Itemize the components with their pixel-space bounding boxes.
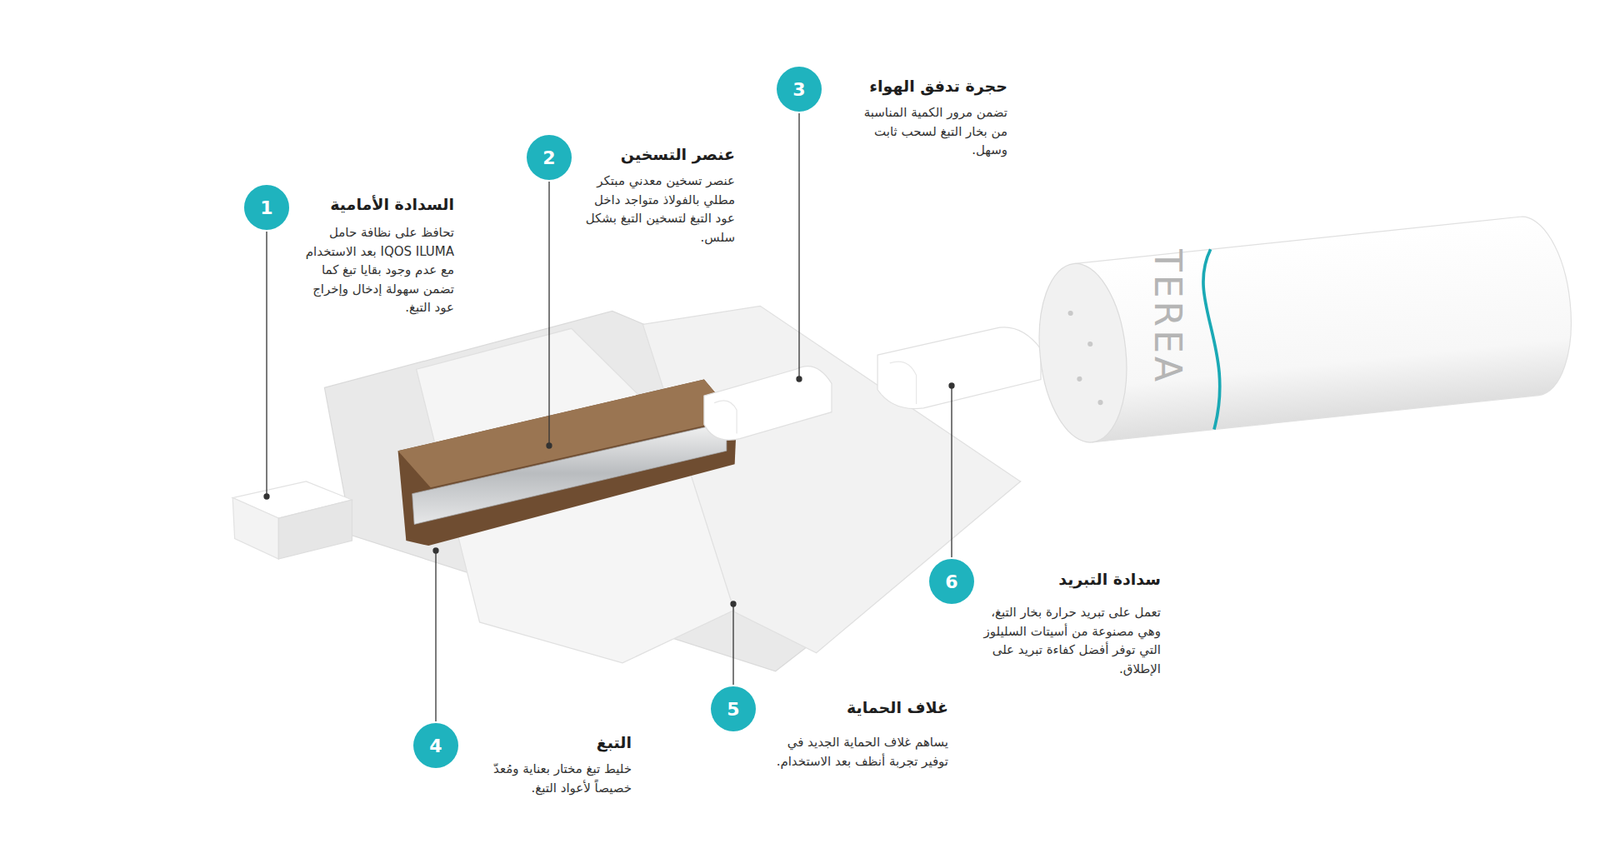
callout-circle: 5 — [710, 686, 756, 732]
callout-circle-fill — [776, 66, 822, 112]
part-description: تضمن مرور الكمية المناسبة من بخار التبغ … — [849, 103, 1008, 160]
cooling-plug — [890, 361, 917, 405]
callout-circle: 1 — [244, 185, 290, 230]
callout-number: 6 — [929, 559, 975, 605]
callout-number: 5 — [710, 686, 756, 732]
callout-circle-fill — [710, 686, 756, 732]
callout-circle: 4 — [413, 723, 459, 769]
callout-circle: 3 — [776, 66, 822, 112]
part-heading: السدادة الأمامية — [330, 195, 455, 214]
callout-circle-fill — [413, 723, 459, 769]
callout-number: 1 — [244, 185, 290, 230]
cooling-plug — [877, 327, 1041, 410]
leader-lines — [264, 113, 955, 722]
part-description: تحافظ على نظافة حامل IQOS ILUMA بعد الاس… — [295, 223, 455, 318]
callout-number: 2 — [526, 135, 572, 180]
brand-text: TEREA — [1147, 248, 1190, 385]
part-description: تعمل على تبريد حرارة بخار التبغ، وهي مصن… — [981, 603, 1161, 679]
airflow-chamber — [704, 366, 832, 441]
callout-circle: 6 — [929, 559, 975, 605]
tobacco-slab — [398, 380, 738, 547]
part-heading: عنصر التسخين — [620, 145, 735, 164]
callout-number: 4 — [413, 723, 459, 769]
part-description: خليط تبغ مختار بعناية ومُعدّ خصيصاً لأعو… — [466, 760, 632, 798]
part-description: يساهم غلاف الحماية الجديد في توفير تجربة… — [761, 733, 949, 771]
part-description: عنصر تسخين معدني مبتكر مطلي بالفولاذ متو… — [576, 171, 735, 247]
callout-circle-fill — [929, 559, 975, 605]
heating-blade — [412, 422, 727, 525]
airflow-chamber — [714, 400, 737, 435]
part-heading: غلاف الحماية — [846, 698, 949, 717]
callout-number: 3 — [776, 66, 822, 112]
terea-stick — [1030, 212, 1580, 447]
front-plug — [278, 500, 352, 560]
part-heading: سدادة التبريد — [1058, 570, 1161, 589]
front-plug — [232, 498, 279, 560]
callout-circle-fill — [244, 185, 290, 230]
part-heading: التبغ — [596, 733, 632, 752]
callout-circle-fill — [526, 135, 572, 180]
callout-circle: 2 — [526, 135, 572, 180]
part-heading: حجرة تدفق الهواء — [869, 76, 1008, 95]
